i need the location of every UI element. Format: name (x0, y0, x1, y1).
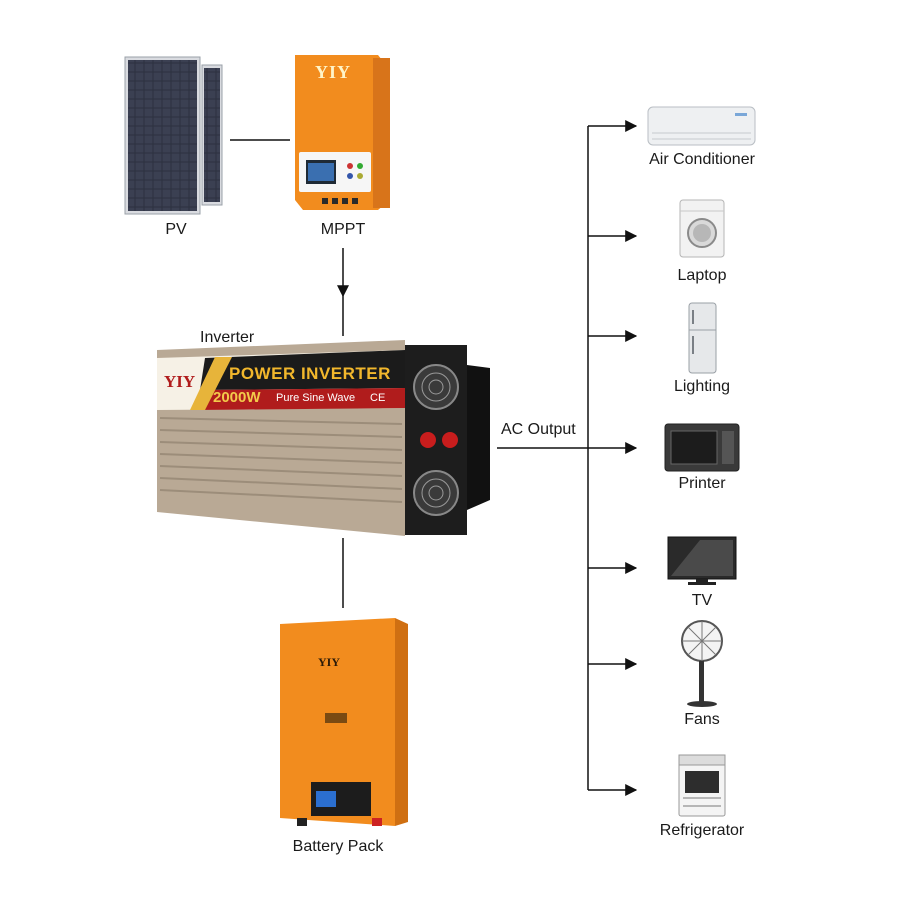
inverter-brand: YIY (164, 372, 195, 392)
load-label-air-conditioner: Air Conditioner (649, 151, 755, 169)
inverter-power: 2000W (213, 389, 261, 406)
battery-brand: YIY (318, 655, 340, 670)
inverter-title: POWER INVERTER (229, 364, 391, 384)
mppt-label: MPPT (321, 221, 365, 239)
ac-output-label: AC Output (501, 421, 576, 439)
load-label-tv: TV (692, 592, 712, 610)
load-label-refrigerator: Refrigerator (660, 822, 744, 840)
mppt-brand: YIY (315, 62, 351, 83)
inverter-label: Inverter (200, 329, 254, 347)
load-label-lighting: Lighting (674, 378, 730, 396)
pv-label: PV (165, 221, 186, 239)
load-label-fans: Fans (684, 711, 720, 729)
battery-label: Battery Pack (293, 838, 384, 856)
inverter-subtitle: Pure Sine Wave (276, 392, 355, 404)
inverter-cert: CE (370, 392, 385, 404)
load-label-printer: Printer (678, 475, 725, 493)
load-label-laptop: Laptop (678, 267, 727, 285)
